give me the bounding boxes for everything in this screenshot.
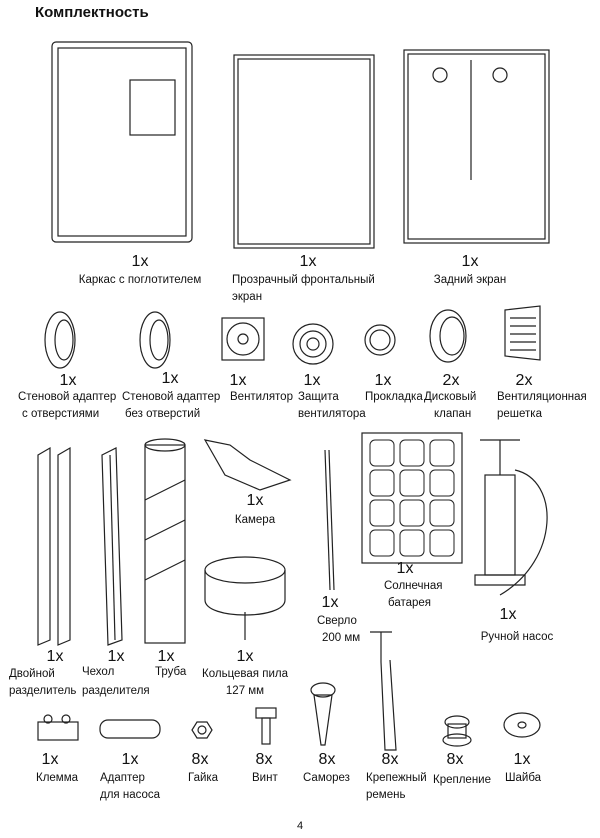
washer-image xyxy=(503,712,541,738)
front-screen-image xyxy=(233,54,375,249)
wall-adapter-image xyxy=(139,311,171,369)
disc-valve-image xyxy=(429,309,467,363)
fan-guard-image xyxy=(292,323,334,365)
item-label: решетка xyxy=(497,408,542,420)
item-label: Шайба xyxy=(505,772,542,784)
item-label: Крепление xyxy=(433,774,491,786)
qty: 1x xyxy=(131,253,149,270)
qty: 1x xyxy=(499,606,517,623)
qty: 2x xyxy=(442,372,460,389)
bolt-image xyxy=(255,707,277,745)
qty: 8x xyxy=(318,751,336,768)
qty: 1x xyxy=(46,648,64,665)
item-label: 200 мм xyxy=(322,632,361,644)
item-label: Двойной xyxy=(9,668,55,680)
item-label: Дисковый xyxy=(424,391,477,403)
item-label: с отверстиями xyxy=(22,408,100,420)
wall-adapter-holes-image xyxy=(44,311,76,369)
item-label: Труба xyxy=(155,666,187,678)
item-label: Сверло xyxy=(317,615,357,627)
item-label: Винт xyxy=(252,772,278,784)
qty: 1x xyxy=(374,372,392,389)
item-label: разделитель xyxy=(9,685,77,697)
item-label: экран xyxy=(232,291,263,303)
item-label: без отверстий xyxy=(125,408,201,420)
self-tapping-screw-image xyxy=(310,682,336,746)
item-label: Кольцевая пила xyxy=(202,668,288,680)
item-label: Стеновой адаптер xyxy=(18,391,117,403)
gasket-image xyxy=(364,324,396,356)
item-label: для насоса xyxy=(100,789,161,801)
item-label: Клемма xyxy=(36,772,79,784)
qty: 1x xyxy=(396,560,414,577)
qty: 1x xyxy=(121,751,139,768)
item-label: вентилятора xyxy=(298,408,366,420)
item-label: клапан xyxy=(434,408,472,420)
item-label: Адаптер xyxy=(100,772,145,784)
item-label: Камера xyxy=(234,514,276,526)
qty: 1x xyxy=(461,253,479,270)
item-label: Защита xyxy=(298,391,339,403)
qty: 8x xyxy=(255,751,273,768)
qty: 1x xyxy=(59,372,77,389)
item-label: Солнечная xyxy=(384,580,443,592)
item-label: Ручной насос xyxy=(480,631,554,643)
qty: 2x xyxy=(515,372,533,389)
item-label: Прозрачный фронтальный xyxy=(232,274,375,286)
item-label: батарея xyxy=(388,597,432,609)
qty: 8x xyxy=(381,751,399,768)
qty: 1x xyxy=(236,648,254,665)
hole-saw-image xyxy=(204,556,286,640)
terminal-image xyxy=(37,714,79,741)
item-label: Саморез xyxy=(303,772,350,784)
item-label: Прокладка xyxy=(365,391,423,403)
qty: 1x xyxy=(513,751,531,768)
tube-image xyxy=(144,438,186,644)
vent-grille-image xyxy=(504,305,541,361)
qty: 1x xyxy=(299,253,317,270)
qty: 1x xyxy=(41,751,59,768)
fan-image xyxy=(221,317,265,361)
drill-image xyxy=(324,449,335,591)
divider-cover-image xyxy=(101,447,123,646)
page-title: Комплектность xyxy=(35,4,149,21)
frame-image xyxy=(51,41,193,243)
item-label: Крепежный xyxy=(366,772,427,784)
item-label: 127 мм xyxy=(225,685,265,697)
hand-pump-image xyxy=(474,439,548,596)
qty: 1x xyxy=(107,648,125,665)
item-label: Задний экран xyxy=(433,274,507,286)
mount-image xyxy=(442,715,472,747)
item-label: Каркас с поглотителем xyxy=(78,274,202,286)
strap-image xyxy=(370,631,397,751)
qty: 1x xyxy=(157,648,175,665)
item-label: Вентиляционная xyxy=(497,391,587,403)
back-screen-image xyxy=(403,49,550,244)
item-label: разделителя xyxy=(82,685,150,697)
item-label: ремень xyxy=(366,789,406,801)
qty: 1x xyxy=(229,372,247,389)
pump-adapter-image xyxy=(99,719,161,739)
item-label: Стеновой адаптер xyxy=(122,391,221,403)
qty: 1x xyxy=(321,594,339,611)
qty: 1x xyxy=(161,370,179,387)
qty: 1x xyxy=(246,492,264,509)
item-label: Гайка xyxy=(188,772,219,784)
qty: 8x xyxy=(446,751,464,768)
camera-image xyxy=(203,439,292,491)
qty: 8x xyxy=(191,751,209,768)
page-number: 4 xyxy=(296,820,304,832)
item-label: Вентилятор xyxy=(230,391,293,403)
qty: 1x xyxy=(303,372,321,389)
nut-image xyxy=(191,721,213,739)
solar-panel-image xyxy=(361,432,463,564)
divider-image xyxy=(37,446,71,646)
item-label: Чехол xyxy=(82,666,115,678)
